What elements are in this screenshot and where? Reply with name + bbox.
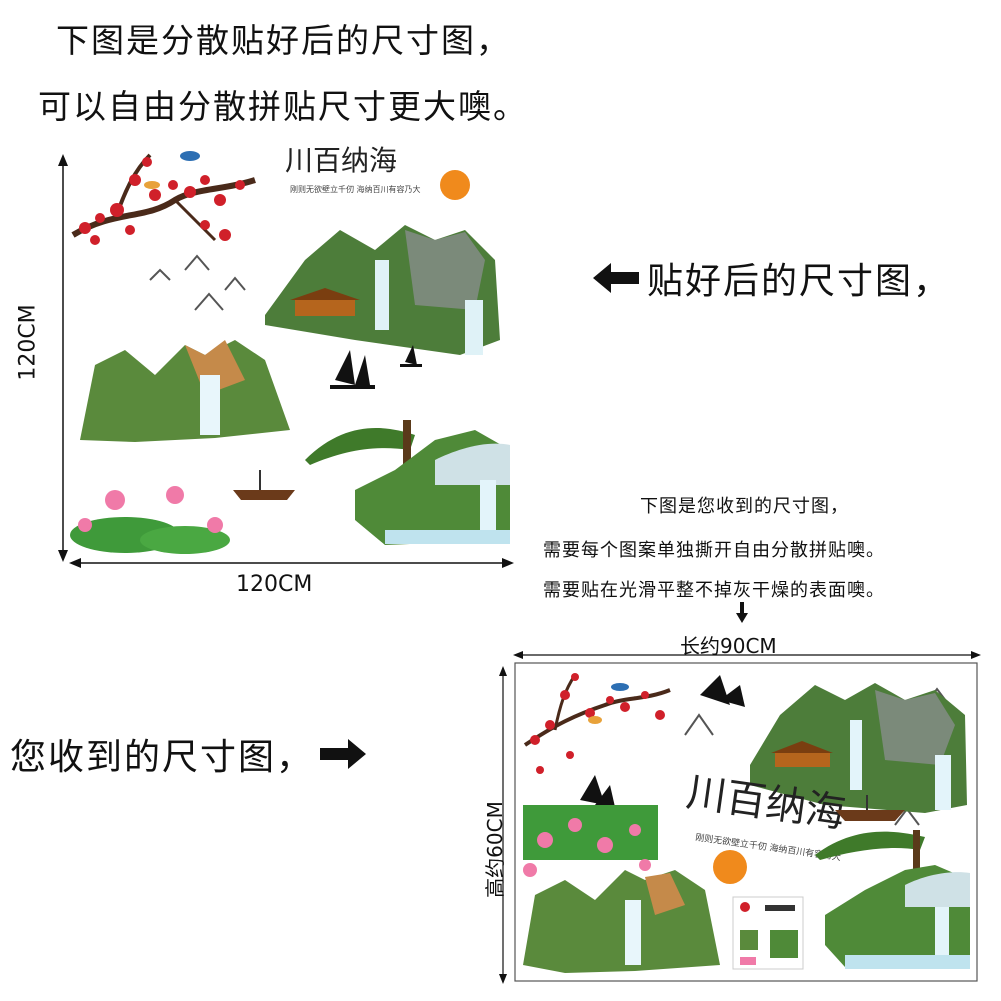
arrow-left-icon xyxy=(513,651,523,659)
top-sheet: 川百纳海 刚则无欲壁立千仞 海纳百川有容乃大 xyxy=(55,140,525,575)
boat-icon xyxy=(835,795,905,821)
header-line-1: 下图是分散贴好后的尺寸图， xyxy=(56,21,511,60)
after-label: 贴好后的尺寸图， xyxy=(647,261,952,302)
top-sheet-artwork: 川百纳海 刚则无欲壁立千仞 海纳百川有容乃大 xyxy=(58,144,514,568)
after-label-row: 贴好后的尺寸图， xyxy=(593,252,951,304)
arrow-down-icon xyxy=(58,550,68,562)
plum-blossom-branch xyxy=(523,673,671,774)
calligraphy-title: 川百纳海 xyxy=(285,144,397,177)
header-line-2: 可以自由分散拼贴尺寸更大噢。 xyxy=(38,87,528,126)
lotus-panel xyxy=(523,805,658,877)
mountain-waterfall-scene xyxy=(523,870,720,973)
arrow-down-icon xyxy=(736,602,748,623)
pine-tree-waterfall-scene xyxy=(305,420,510,545)
lotus-flowers xyxy=(70,486,230,554)
top-width-label: 120CM xyxy=(236,572,313,597)
arrow-left-icon xyxy=(593,263,639,293)
pine-tree-waterfall-scene xyxy=(815,830,970,969)
mountain-pavilion-scene xyxy=(265,225,500,355)
boat-icon xyxy=(233,470,295,500)
arrow-right-icon xyxy=(502,558,514,568)
arrow-right-icon xyxy=(971,651,981,659)
sun-icon xyxy=(440,170,470,200)
calligraphy-subtext: 刚则无欲壁立千仞 海纳百川有容乃大 xyxy=(290,184,421,194)
bottom-sheet: 川百纳海 刚则无欲壁立千仞 海纳百川有容乃大 xyxy=(495,645,985,985)
bird-icon xyxy=(144,151,200,189)
mountain-pavilion-scene xyxy=(750,683,967,813)
arrow-up-icon xyxy=(58,154,68,166)
sailboat-icon xyxy=(330,345,422,389)
arrow-down-icon xyxy=(499,974,507,984)
preview-thumbnail xyxy=(732,896,804,970)
arrow-right-icon xyxy=(320,739,367,769)
mountain-waterfall-scene xyxy=(80,340,290,442)
arrow-up-icon xyxy=(499,666,507,676)
top-height-label: 120CM xyxy=(15,304,41,381)
flying-cranes xyxy=(149,254,246,311)
plum-blossom-branch xyxy=(71,153,256,245)
note-line-3: 需要贴在光滑平整不掉灰干燥的表面噢。 xyxy=(543,580,885,601)
note-line-2: 需要每个图案单独撕开自由分散拼贴噢。 xyxy=(543,540,885,561)
sun-icon xyxy=(713,850,747,884)
received-label-row: 您收到的尺寸图， xyxy=(10,728,367,780)
arrow-left-icon xyxy=(69,558,81,568)
bottom-width-label: 长约90CM xyxy=(680,634,777,658)
bottom-sheet-artwork: 川百纳海 刚则无欲壁立千仞 海纳百川有容乃大 xyxy=(499,651,981,984)
sailboat-icon xyxy=(580,675,745,807)
received-label: 您收到的尺寸图， xyxy=(10,737,315,778)
note-line-1: 下图是您收到的尺寸图， xyxy=(640,496,849,517)
